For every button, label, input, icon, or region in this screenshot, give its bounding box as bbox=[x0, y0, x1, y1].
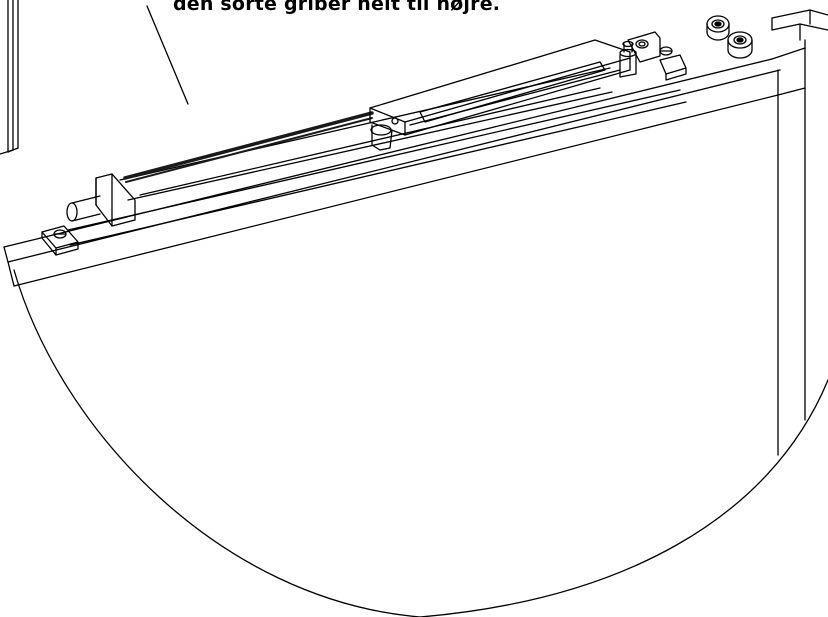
right-bracket bbox=[659, 46, 687, 81]
leader-line bbox=[146, 5, 189, 105]
gripper-pin bbox=[619, 40, 637, 78]
right-frame-header bbox=[771, 9, 828, 41]
left-bracket bbox=[41, 225, 79, 256]
black-gripper bbox=[369, 39, 631, 151]
left-frame-fragment bbox=[0, 0, 19, 155]
end-stop-block bbox=[66, 173, 136, 227]
slide-rail bbox=[67, 67, 687, 246]
toothed-rack bbox=[123, 111, 374, 183]
top-right-block bbox=[627, 31, 661, 63]
door-panel bbox=[3, 39, 828, 617]
instruction-caption: den sorte griber helt til højre. bbox=[173, 0, 501, 15]
guide-rollers bbox=[706, 15, 753, 59]
